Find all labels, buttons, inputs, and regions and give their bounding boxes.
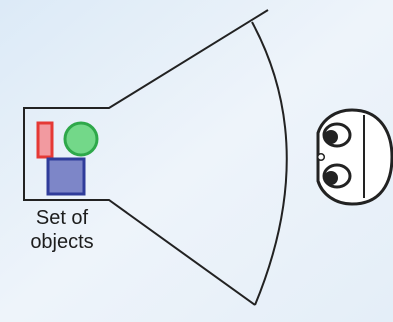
viewer-top-pupil [324,130,338,144]
viewing-arc [251,21,288,306]
green-circle-object [63,121,99,157]
object-container-outline [23,9,269,306]
objects-caption-line-2: objects [30,231,94,253]
objects-caption-line-1: Set of [35,207,89,229]
red-rectangle-object [36,121,54,159]
objects-caption: Set of objects [14,206,110,254]
viewer-nose [316,152,326,162]
viewer-bottom-pupil [324,171,338,185]
viewer-eye-face-icon [316,108,393,206]
viewer-head [316,108,393,206]
blue-square-object [46,157,86,196]
